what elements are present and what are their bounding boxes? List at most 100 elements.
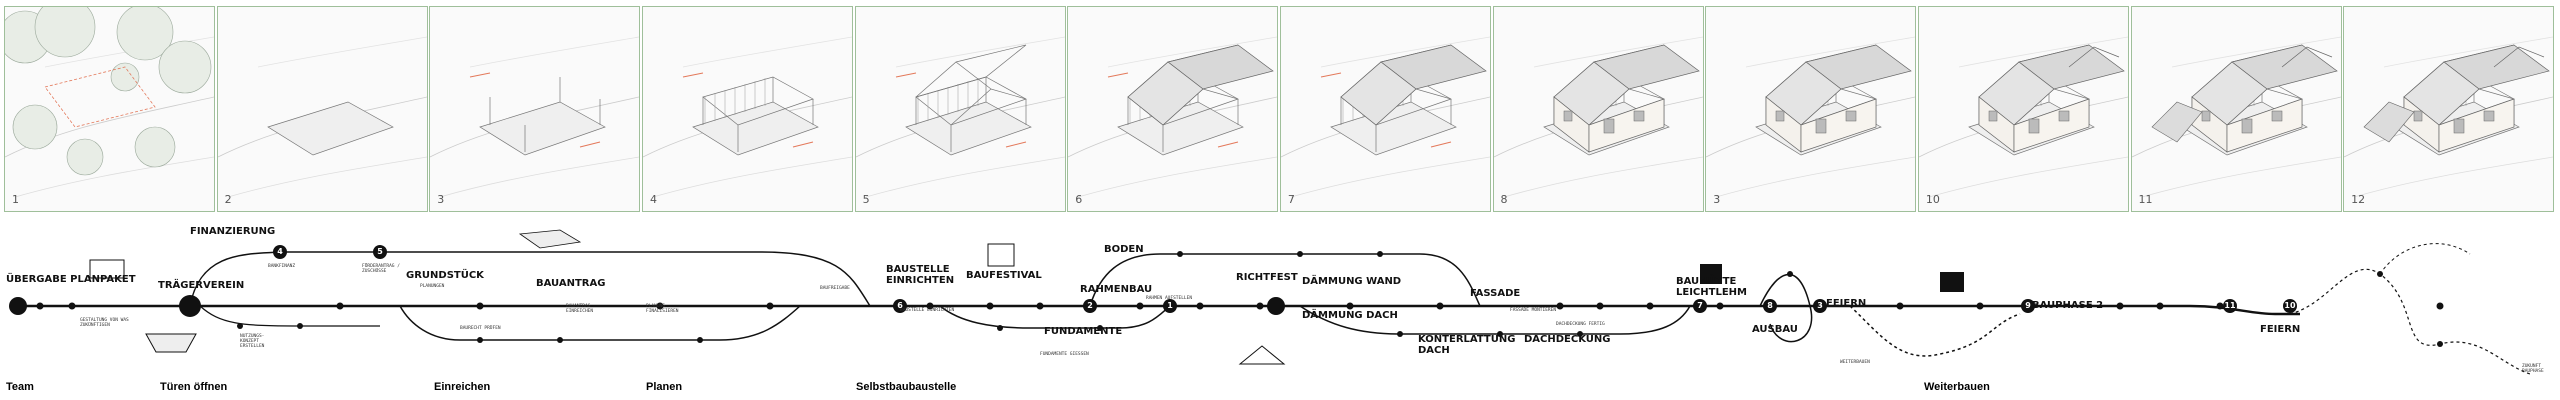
- panel-number: 6: [1075, 193, 1083, 206]
- branch-dot: [2377, 271, 2383, 277]
- milestone-uebergabe: ÜBERGABE PLANPAKET: [6, 274, 136, 285]
- richtfest-node: [1267, 297, 1285, 315]
- milestone-konterlattung: KONTERLATTUNG DACH: [1418, 334, 1516, 356]
- milestone-ausbau: AUSBAU: [1752, 324, 1798, 335]
- timeline-svg: [9, 229, 2531, 375]
- step-badge-number: 4: [277, 247, 283, 256]
- house-rendering: [217, 36, 427, 198]
- panel-number: 8: [1500, 193, 1508, 206]
- phase-einreichen: Einreichen: [434, 381, 491, 393]
- branch-dot: [997, 325, 1003, 331]
- main-line-tail: [1700, 304, 2300, 316]
- branch-dot: [477, 337, 483, 343]
- step-badge-number: 8: [1767, 301, 1773, 310]
- milestone-traegerverein: TRÄGERVEREIN: [158, 280, 245, 291]
- timeline-dot: [656, 302, 664, 310]
- panel-number: 12: [2351, 193, 2366, 206]
- step-badge-number: 2: [1087, 301, 1093, 310]
- timeline-dot: [1716, 302, 1724, 310]
- weiterbauen-sketch: [1940, 272, 1964, 292]
- step-badge-number: 1: [1167, 301, 1173, 310]
- timeline-dot: [2116, 302, 2124, 310]
- note-rahmen: RAHMEN AUFSTELLEN: [1146, 296, 1193, 301]
- note-baustelle: BAUSTELLE EINRICHTEN: [900, 308, 955, 313]
- note-zukunft: ZUKUNFT BAUPHASE: [2522, 364, 2544, 374]
- step-badge-circle: [2223, 299, 2237, 313]
- house-rendering: [1280, 36, 1490, 198]
- milestone-fundamente: FUNDAMENTE: [1044, 326, 1123, 337]
- render-panel: 4: [641, 6, 853, 212]
- timeline-dot: [1556, 302, 1564, 310]
- fundamente-branch: [939, 305, 1171, 329]
- panel-number: 4: [649, 193, 657, 206]
- milestone-bauhuette: BAUHÜTTE LEICHTLEHM: [1676, 276, 1747, 298]
- note-finanzierung: BANKFINANZ: [268, 264, 296, 269]
- process-timeline: ÜBERGABE PLANPAKET TRÄGERVEREIN FINANZIE…: [0, 214, 2560, 400]
- milestone-fassade: FASSADE: [1470, 288, 1521, 299]
- timeline-dot: [36, 302, 44, 310]
- timeline-dot: [1596, 302, 1604, 310]
- milestone-richtfest: RICHTFEST: [1236, 272, 1298, 283]
- boden-loop: [1089, 253, 1481, 307]
- milestone-boden: BODEN: [1104, 244, 1144, 255]
- panel-number: 2: [224, 193, 232, 206]
- phase-selbstbaubaustelle: Selbstbaubaustelle: [856, 381, 957, 393]
- timeline-dot: [68, 302, 76, 310]
- render-panel: 5: [854, 6, 1066, 212]
- milestone-baustelle: BAUSTELLE EINRICHTEN: [886, 264, 955, 286]
- note-baurecht: BAURECHT PRÜFEN: [460, 326, 501, 331]
- step-badge-circle: [273, 245, 287, 259]
- branch-dot: [237, 323, 243, 329]
- timeline-dot: [1136, 302, 1144, 310]
- step-badge-circle: [1813, 299, 1827, 313]
- note-foerderantrag: FÖRDERANTRAG / ZUSCHÜSSE: [362, 264, 400, 274]
- panel-number: 3: [1713, 193, 1721, 206]
- festival-sketch: [987, 243, 1015, 267]
- pencil-sketch: [518, 229, 582, 249]
- timeline-dot: [1346, 302, 1354, 310]
- bauhuette-sketch: [1700, 264, 1722, 284]
- milestone-bauphase-2: BAUPHASE 2: [2032, 300, 2104, 311]
- branch-dot: [1097, 325, 1103, 331]
- milestone-daemmung-wand: DÄMMUNG WAND: [1302, 276, 1402, 287]
- step-badge-circle: [893, 299, 907, 313]
- house-rendering: [2344, 36, 2554, 198]
- render-panel: 1: [4, 6, 215, 212]
- branch-dot: [697, 337, 703, 343]
- step-badge-circle: [1763, 299, 1777, 313]
- house-rendering: [1706, 36, 1916, 198]
- note-fundamente: FUNDAMENTE GIESSEN: [1040, 352, 1089, 357]
- branch-dot: [1787, 271, 1793, 277]
- note-planungen: PLANUNGEN: [420, 284, 445, 289]
- branch-dot: [557, 337, 563, 343]
- timeline-dot: [2436, 302, 2444, 310]
- house-rendering: [855, 36, 1065, 198]
- timeline-dot: [1976, 302, 1984, 310]
- weiterbauen-path: [1849, 305, 2021, 357]
- render-panel: 12: [2343, 6, 2555, 212]
- render-panel: 6: [1067, 6, 1279, 212]
- phase-team: Team: [6, 381, 34, 393]
- milestone-finanzierung: FINANZIERUNG: [190, 226, 276, 237]
- step-badge-circle: [2021, 299, 2035, 313]
- render-panel: 10: [1917, 6, 2129, 212]
- note-dachdeckung: DACHDECKUNG FERTIG: [1556, 322, 1605, 327]
- milestone-dachdeckung: DACHDECKUNG: [1524, 334, 1611, 345]
- panel-number: 1: [12, 193, 19, 206]
- render-panel: 3: [429, 6, 641, 212]
- richtfest-sketch: [1238, 345, 1286, 365]
- step-badge-number: 9: [2025, 301, 2031, 310]
- panel-number: 11: [2138, 193, 2153, 206]
- timeline-dot: [986, 302, 994, 310]
- branch-dot: [1177, 251, 1183, 257]
- grundstueck-branch: [399, 305, 801, 341]
- timeline-dot: [1436, 302, 1444, 310]
- note-bauantrag: BAUANTRAG EINREICHEN: [566, 304, 594, 314]
- house-rendering: [1918, 36, 2128, 198]
- note-team: GESTALTUNG VON WAS ZUKÜNFTIGEN: [80, 318, 129, 328]
- traegerverein-node: [179, 295, 201, 317]
- step-badge-number: 3: [1817, 301, 1823, 310]
- render-panel: 2: [216, 6, 428, 212]
- future-branch: [2379, 243, 2471, 275]
